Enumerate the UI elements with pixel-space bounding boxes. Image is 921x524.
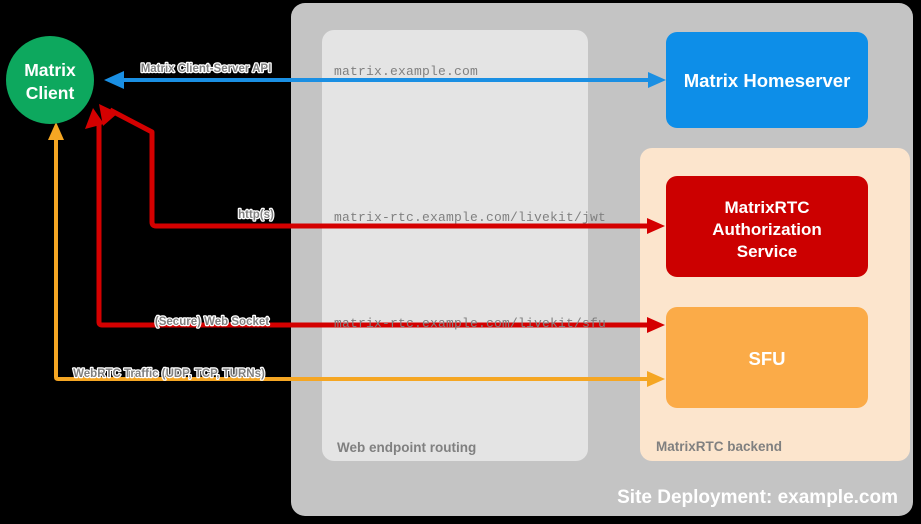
endpoint-label-cs-api: matrix.example.com [334,64,478,79]
group-web-endpoint-routing [322,30,588,461]
edge-label-https: http(s) [238,209,274,221]
node-sfu[interactable]: SFU [666,307,868,408]
edge-label-client-server-api: Matrix Client-Server API [141,63,272,75]
group-label-site-deployment: Site Deployment: example.com [617,487,898,508]
group-label-web-endpoint-routing: Web endpoint routing [337,440,476,455]
edge-label-web-socket: (Secure) Web Socket [155,316,269,328]
auth-service-label-line2: Authorization [712,220,822,239]
connection-webrtc-traffic [48,122,665,387]
connection-web-socket [85,108,665,333]
matrix-homeserver-label: Matrix Homeserver [684,70,851,91]
edge-label-webrtc-traffic: WebRTC Traffic (UDP, TCP, TURNs) [73,368,265,380]
auth-service-label-line3: Service [737,242,798,261]
matrix-client-label-line2: Client [26,83,75,103]
auth-service-label-line1: MatrixRTC [724,198,809,217]
endpoint-label-livekit-jwt: matrix-rtc.example.com/livekit/jwt [334,210,606,225]
connection-client-server-api [104,71,666,89]
node-matrix-client[interactable]: Matrix Client [6,36,94,124]
endpoint-label-livekit-sfu: matrix-rtc.example.com/livekit/sfu [334,316,606,331]
node-matrix-homeserver[interactable]: Matrix Homeserver [666,32,868,128]
matrix-client-label-line1: Matrix [24,60,76,80]
group-label-matrixrtc-backend: MatrixRTC backend [656,439,782,454]
node-matrixrtc-authorization-service[interactable]: MatrixRTC Authorization Service [666,176,868,277]
sfu-label: SFU [749,348,786,369]
connection-https [99,104,665,234]
